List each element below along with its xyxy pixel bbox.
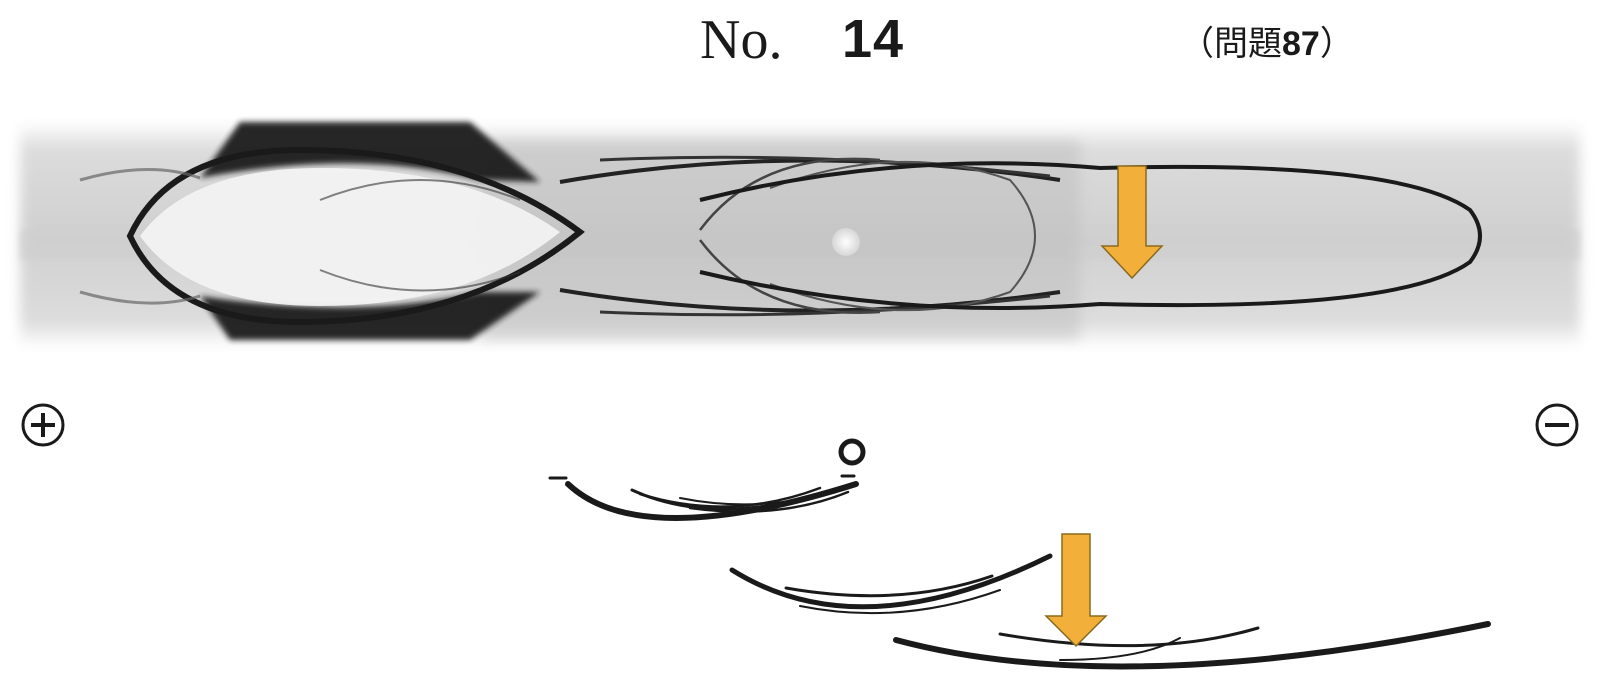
minus-sign-icon xyxy=(1535,403,1579,447)
marker-arrow-lower xyxy=(1044,533,1108,648)
question-reference: （問題87） xyxy=(1180,16,1354,65)
sample-well xyxy=(832,228,860,256)
number-label: No. xyxy=(700,9,783,71)
plus-sign-icon xyxy=(21,403,65,447)
gel-photograph xyxy=(20,122,1580,348)
diagram-well xyxy=(838,438,866,466)
question-ref-number: 87 xyxy=(1282,25,1320,63)
precipitation-arc-diagram xyxy=(548,438,1491,670)
question-ref-close: ） xyxy=(1319,25,1354,63)
question-ref-open: （問題 xyxy=(1180,25,1282,63)
plate-number: 14 xyxy=(842,9,905,69)
marker-arrow-upper xyxy=(1100,165,1164,280)
